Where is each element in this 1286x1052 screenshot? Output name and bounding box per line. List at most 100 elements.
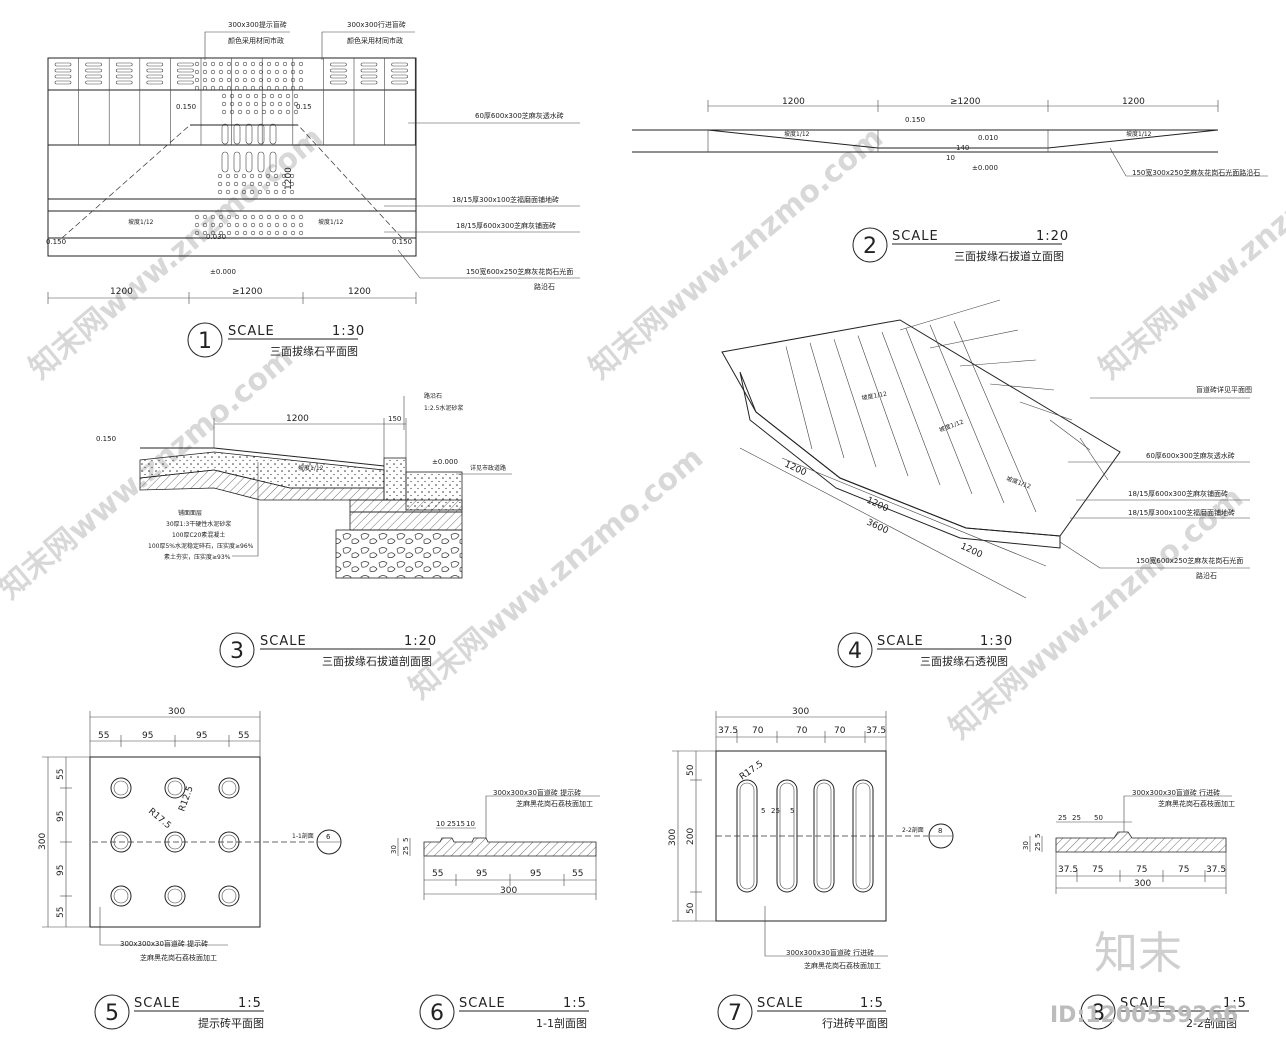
warning-dot — [210, 230, 216, 236]
note: 60厚600x300芝麻灰透水砖 — [1146, 451, 1235, 460]
cad-line — [809, 342, 845, 459]
drawing-number: 7 — [728, 1001, 742, 1026]
warning-dot — [242, 69, 248, 75]
dimension: 10 — [946, 154, 955, 162]
warning-dot-inner — [167, 888, 183, 904]
note: 150宽600x250芝麻灰花岗石光面 — [466, 267, 573, 276]
warning-dot — [258, 214, 264, 220]
warning-dot — [217, 173, 223, 179]
guide-bar — [233, 123, 241, 145]
warning-dot — [202, 85, 208, 91]
slope: 坡度1/12 — [861, 390, 888, 402]
note: 300x300提示盲砖 — [228, 20, 287, 29]
guide-bar — [245, 123, 253, 145]
warning-dot — [257, 181, 263, 187]
dimension: 1200 — [284, 167, 294, 190]
level: 0.010 — [978, 134, 998, 142]
guide-bar — [269, 123, 277, 145]
note: 18/15厚300x100芝福磨面铺地砖 — [452, 195, 559, 204]
warning-dot — [282, 77, 288, 83]
dimension: 50 — [686, 764, 696, 776]
warning-dot — [242, 77, 248, 83]
note: 芝麻黑花岗石荔枝面加工 — [804, 961, 881, 970]
drawing-title: 三面拔缘石拔道立面图 — [954, 249, 1064, 263]
warning-dot — [274, 214, 280, 220]
warning-dot — [265, 189, 271, 195]
watermark-id: ID:1200539266 — [1050, 1003, 1238, 1028]
dimension: 200 — [686, 828, 696, 845]
warning-dot — [293, 109, 299, 115]
warning-dot — [226, 222, 232, 228]
warning-dot — [266, 214, 272, 220]
warning-dot — [273, 173, 279, 179]
guide-bar — [391, 80, 408, 85]
warning-dot — [290, 222, 296, 228]
warning-dot — [218, 230, 224, 236]
warning-dot — [194, 77, 200, 83]
guide-bar — [391, 74, 408, 79]
note: 盲道砖详见平面图 — [1196, 385, 1252, 394]
layer-label: 30厚1:3干硬性水泥砂浆 — [166, 520, 231, 528]
drawing-title: 行进砖平面图 — [822, 1016, 888, 1030]
scale-ratio: 1:20 — [404, 634, 437, 649]
dimension: 1200 — [959, 542, 984, 561]
warning-dot — [290, 85, 296, 91]
scale-ratio: 1:30 — [332, 324, 365, 339]
dimension: 300 — [168, 707, 185, 717]
warning-dot — [233, 181, 239, 187]
dimension: 150 — [388, 415, 401, 423]
note: 路沿石 — [424, 392, 442, 400]
dimension: 300 — [668, 829, 678, 846]
warning-dot — [202, 61, 208, 67]
warning-dot — [234, 222, 240, 228]
dimension: 55 — [572, 869, 583, 879]
warning-dot — [282, 69, 288, 75]
warning-dot — [229, 93, 235, 99]
drawing-title: 三面拔缘石拔道剖面图 — [322, 654, 432, 668]
dimension: 25 — [1072, 814, 1081, 822]
note: 详见市政道路 — [470, 464, 506, 472]
warning-dot — [265, 173, 271, 179]
warning-dot — [298, 222, 304, 228]
warning-dot — [194, 222, 200, 228]
dimension: 37.5 — [866, 726, 886, 736]
scale-circle — [419, 994, 455, 1030]
warning-dot — [233, 173, 239, 179]
dimension: 30 — [1022, 841, 1030, 850]
warning-dot-outer — [110, 777, 132, 799]
dimension: 300 — [500, 886, 517, 896]
level: 0.15 — [296, 103, 312, 111]
warning-dot — [237, 93, 243, 99]
warning-dot — [282, 85, 288, 91]
warning-dot — [217, 181, 223, 187]
warning-dot — [210, 214, 216, 220]
guide-bar — [177, 62, 194, 67]
scale-label: SCALE — [1120, 996, 1167, 1011]
warning-dot — [234, 214, 240, 220]
warning-dot — [250, 222, 256, 228]
warning-dot — [293, 93, 299, 99]
warning-dot — [218, 85, 224, 91]
dimension: 25 — [402, 846, 410, 855]
note: 1:2.5水泥砂浆 — [424, 404, 463, 412]
warning-dot — [221, 109, 227, 115]
section-number: 6 — [326, 833, 331, 841]
guide-bar — [54, 68, 72, 73]
dimension: 5 — [402, 838, 410, 842]
scale-label: SCALE — [459, 996, 506, 1011]
guide-bar — [85, 68, 102, 73]
cad-line — [833, 339, 877, 468]
guide-bar — [330, 62, 347, 67]
warning-dot — [266, 85, 272, 91]
scale-ratio: 1:5 — [238, 996, 262, 1011]
cad-line — [959, 359, 1037, 367]
guide-bar — [330, 74, 347, 79]
warning-dot — [269, 93, 275, 99]
warning-dot — [202, 77, 208, 83]
guide-bar — [146, 62, 164, 67]
warning-dot — [285, 109, 291, 115]
slope: 坡度1/12 — [938, 418, 965, 434]
warning-dot — [218, 69, 224, 75]
dimension: 300 — [1134, 879, 1151, 889]
dimension: 95 — [56, 865, 66, 876]
